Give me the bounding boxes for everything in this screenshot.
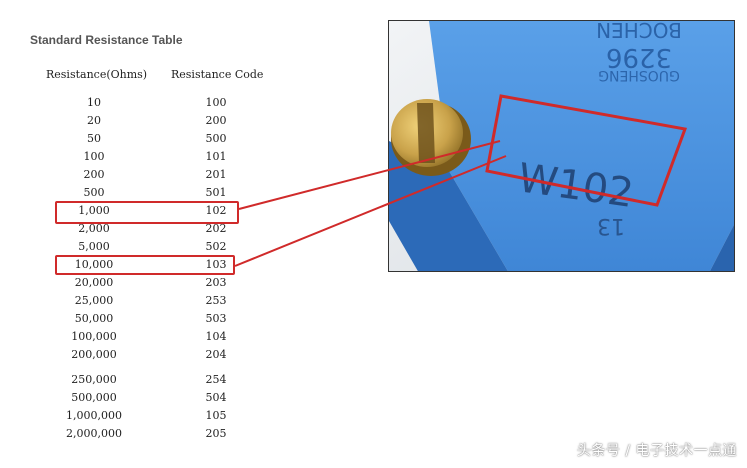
column-header-resistance: Resistance(Ohms) <box>46 68 148 81</box>
table-cell-resistance: 200,000 <box>71 348 117 361</box>
table-cell-resistance: 25,000 <box>74 294 114 307</box>
table-cell-resistance: 2,000,000 <box>66 427 122 440</box>
column-header-code: Resistance Code <box>171 68 264 81</box>
table-cell-resistance: 10,000 <box>74 258 114 271</box>
table-cell-resistance: 5,000 <box>78 240 110 253</box>
potentiometer-illustration: GUOSHENG 3296 BOCHEN W102 13 <box>389 21 734 271</box>
table-cell-code: 101 <box>205 150 227 163</box>
table-cell-code: 503 <box>205 312 227 325</box>
highlight-box-10000 <box>55 255 235 275</box>
table-cell-resistance: 500 <box>83 186 105 199</box>
table-cell-resistance: 100 <box>83 150 105 163</box>
table-cell-resistance: 250,000 <box>71 373 117 386</box>
table-cell-resistance: 10 <box>87 96 101 109</box>
table-cell-code: 254 <box>205 373 227 386</box>
table-cell-resistance: 200 <box>83 168 105 181</box>
table-cell-resistance: 1,000,000 <box>66 409 122 422</box>
pot-brand-text: GUOSHENG 3296 BOCHEN <box>596 21 682 83</box>
table-cell-resistance: 500,000 <box>71 391 117 404</box>
pot-marking-line-3: GUOSHENG <box>598 67 680 83</box>
table-cell-resistance: 50,000 <box>74 312 114 325</box>
table-cell-code: 104 <box>205 330 227 343</box>
table-cell-resistance: 100,000 <box>71 330 117 343</box>
highlight-box-1000 <box>55 201 239 224</box>
table-cell-code: 501 <box>205 186 227 199</box>
table-cell-resistance: 20,000 <box>74 276 114 289</box>
table-cell-code: 202 <box>205 222 227 235</box>
pot-right-face <box>710 224 734 271</box>
pot-marking-line-1: BOCHEN <box>596 21 682 42</box>
table-title: Standard Resistance Table <box>30 33 183 47</box>
table-cell-code: 201 <box>205 168 227 181</box>
table-cell-code: 205 <box>205 427 227 440</box>
table-cell-code: 502 <box>205 240 227 253</box>
screw-slot <box>417 103 435 163</box>
table-cell-code: 103 <box>205 258 227 271</box>
table-cell-code: 203 <box>205 276 227 289</box>
pot-bottom-mark-group: 13 <box>597 213 625 238</box>
table-cell-code: 504 <box>205 391 227 404</box>
pot-bottom-mark: 13 <box>597 213 625 238</box>
table-cell-code: 105 <box>205 409 227 422</box>
table-cell-code: 253 <box>205 294 227 307</box>
pot-marking-line-2: 3296 <box>606 42 672 72</box>
table-cell-resistance: 2,000 <box>78 222 110 235</box>
table-cell-resistance: 20 <box>87 114 101 127</box>
table-cell-code: 200 <box>205 114 227 127</box>
table-cell-resistance: 1,000 <box>78 204 110 217</box>
table-cell-code: 500 <box>205 132 227 145</box>
table-cell-code: 102 <box>205 204 227 217</box>
table-cell-code: 204 <box>205 348 227 361</box>
potentiometer-photo: GUOSHENG 3296 BOCHEN W102 13 <box>388 20 735 272</box>
table-cell-code: 100 <box>205 96 227 109</box>
watermark: 头条号 / 电子技术一点通 <box>576 443 737 459</box>
table-cell-resistance: 50 <box>87 132 101 145</box>
